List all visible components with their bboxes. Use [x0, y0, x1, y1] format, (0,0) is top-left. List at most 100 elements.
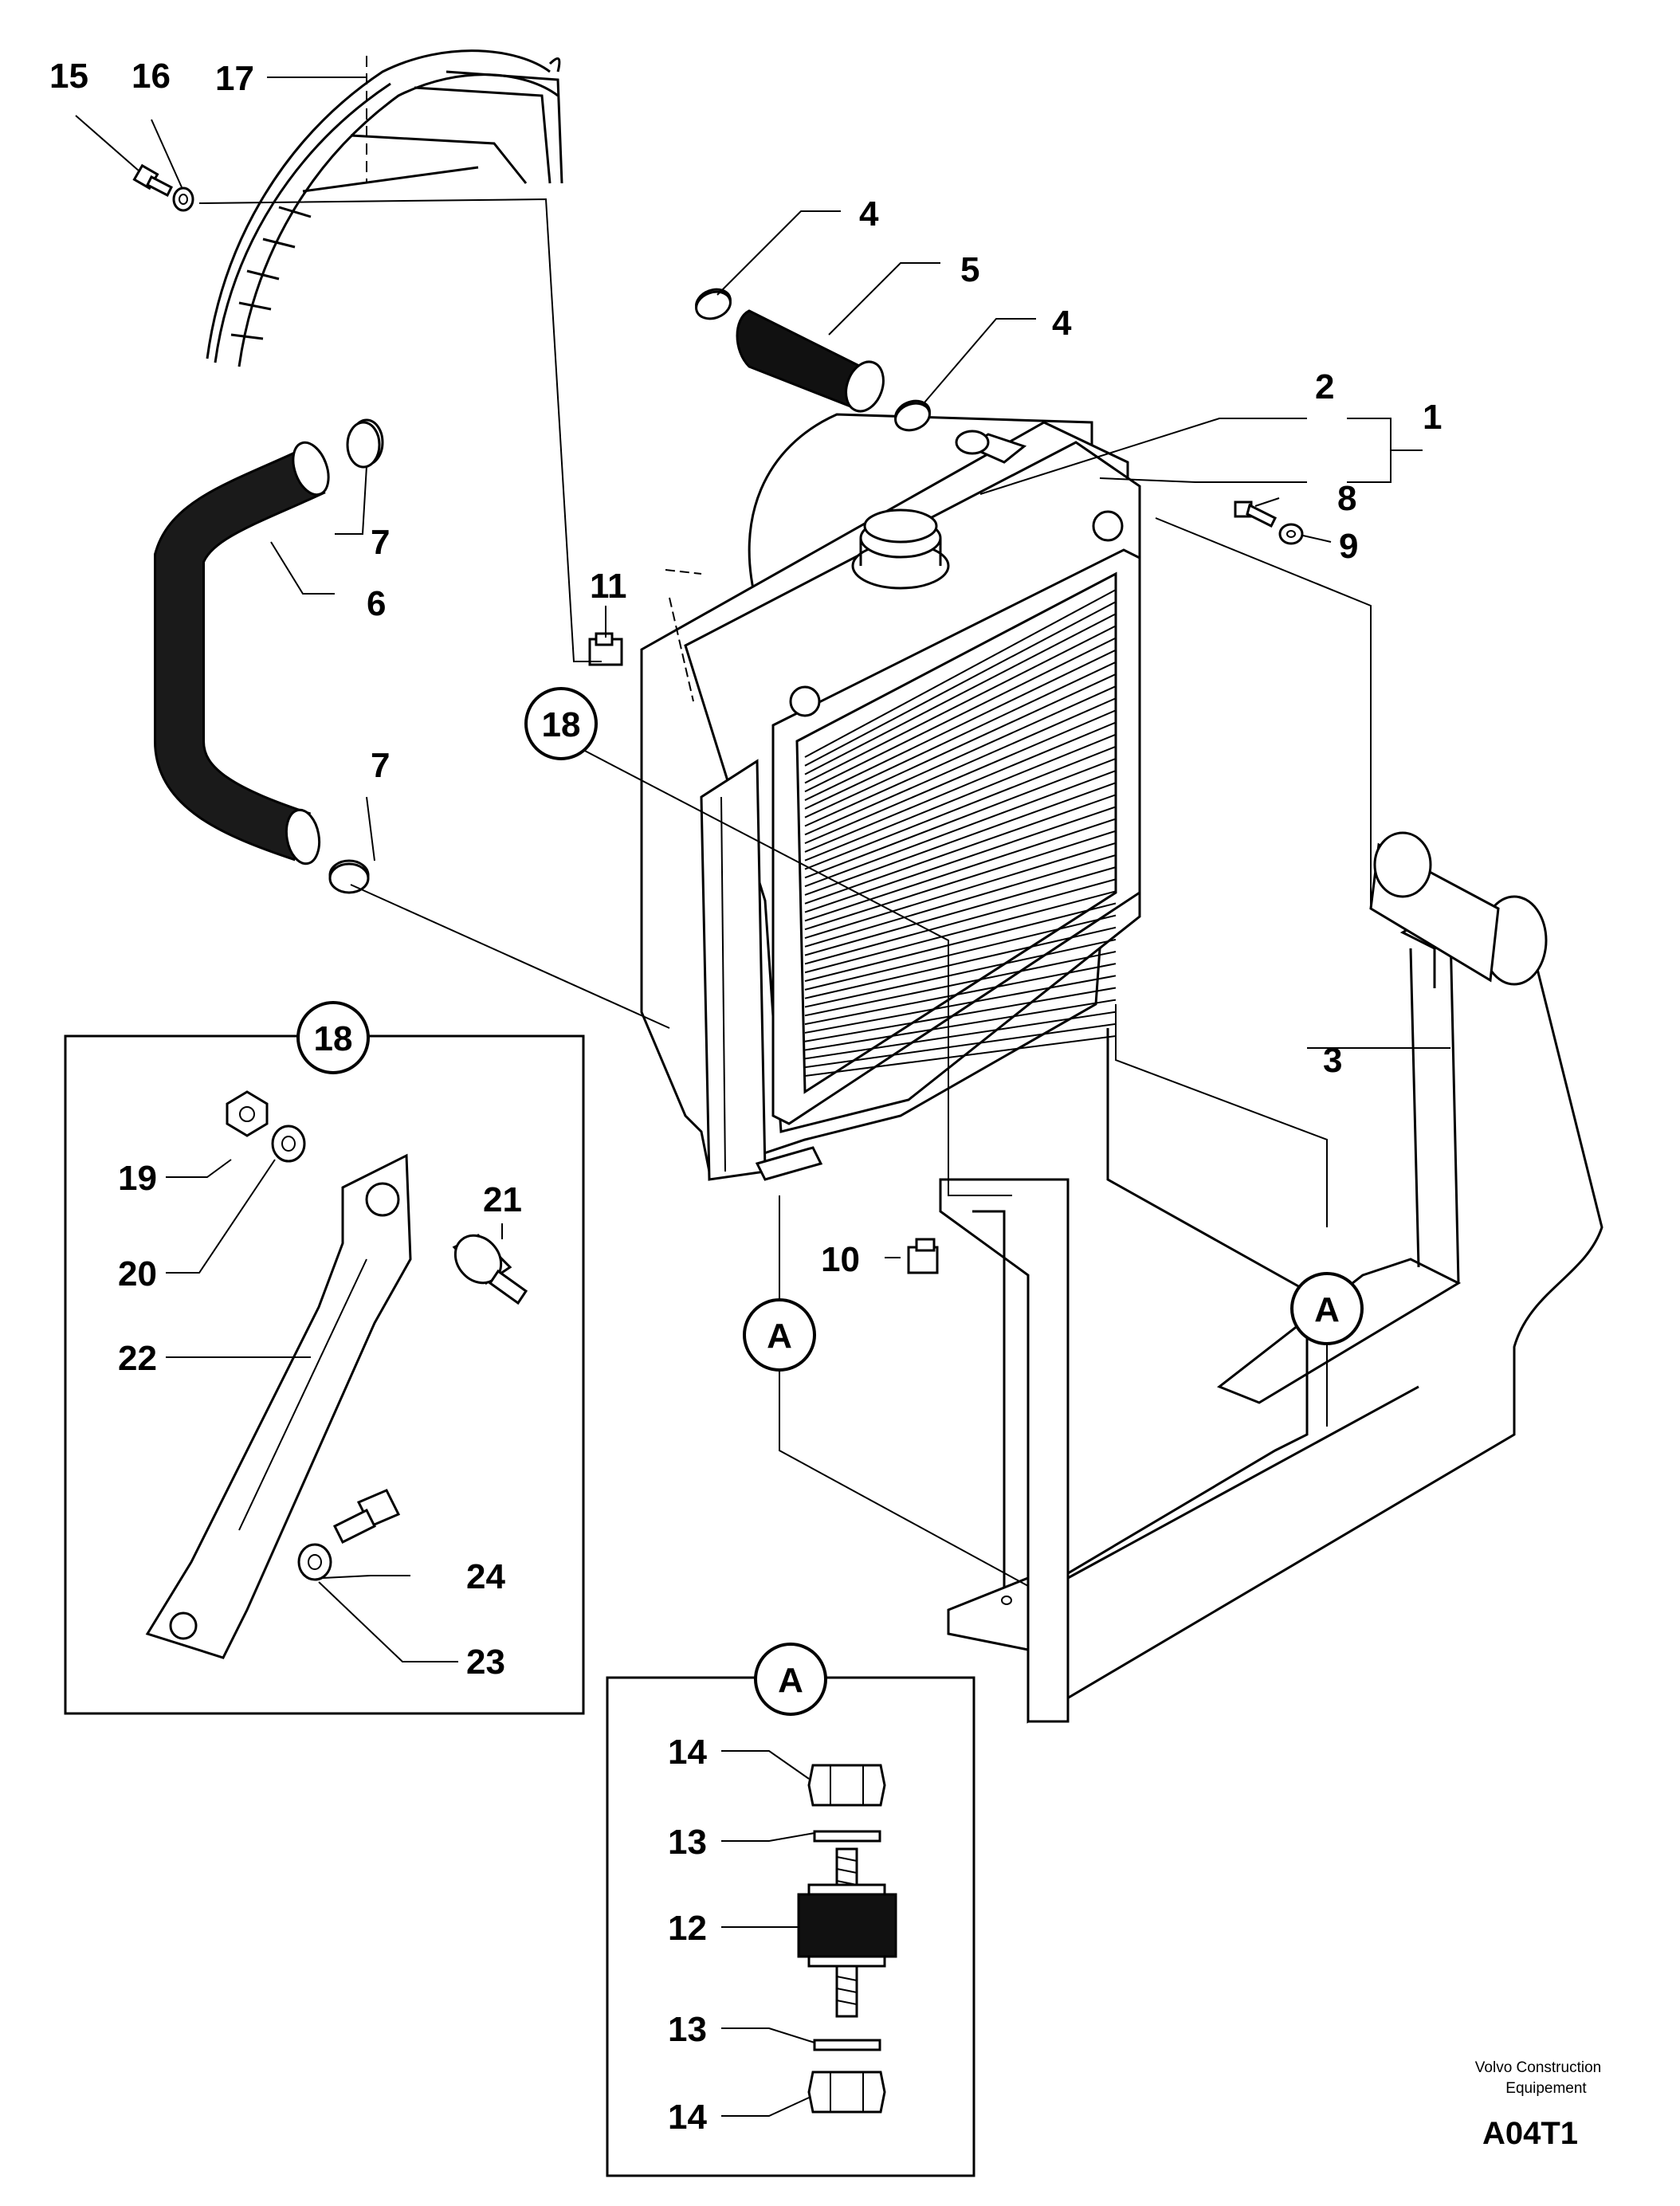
radiator-fin — [804, 878, 1117, 965]
detail-a-panel: A 14 — [606, 1643, 975, 2177]
drawing-code: A04T1 — [1482, 2116, 1578, 2151]
company-name-line2: Equipement — [1505, 2080, 1587, 2097]
callout-2: 2 — [1315, 367, 1334, 406]
nut-14-upper — [807, 1764, 886, 1807]
callout-7-upper: 7 — [371, 523, 390, 562]
washer-23 — [297, 1543, 332, 1581]
callout-3: 3 — [1323, 1041, 1342, 1080]
radiator-fin — [804, 782, 1117, 896]
radiator-fin — [804, 794, 1117, 905]
radiator-assembly — [640, 413, 1141, 1181]
radiator-fin — [804, 999, 1117, 1051]
callout-21: 21 — [483, 1180, 522, 1219]
radiator-fin — [804, 770, 1117, 888]
ref-a-right: A — [1290, 1272, 1364, 1345]
washer-16 — [172, 186, 194, 212]
leader-lines — [75, 77, 1450, 1587]
callout-15: 15 — [49, 57, 88, 96]
callout-12: 12 — [668, 1909, 707, 1948]
callout-14-upper: 14 — [668, 1733, 707, 1772]
radiator-fin — [804, 601, 1117, 767]
washer-13-upper — [813, 1830, 881, 1843]
ref-a-left-label: A — [767, 1317, 792, 1356]
radiator-fin — [804, 890, 1117, 974]
hose-clamp-7-lower — [328, 859, 370, 894]
callout-10: 10 — [821, 1240, 860, 1279]
callout-5: 5 — [960, 250, 979, 289]
nut-19 — [226, 1090, 269, 1137]
radiator-fin — [804, 721, 1117, 853]
callout-13-upper: 13 — [668, 1823, 707, 1862]
radiator-fin — [804, 613, 1117, 775]
washer-9 — [1278, 523, 1304, 545]
footer: Volvo Construction Equipement A04T1 — [1475, 2059, 1601, 2151]
radiator-fin — [804, 866, 1117, 956]
radiator-fin — [804, 938, 1117, 1008]
radiator-fin — [804, 697, 1117, 836]
radiator-fin — [804, 926, 1117, 999]
washer-20 — [271, 1125, 306, 1163]
company-name-line1: Volvo Construction — [1475, 2059, 1601, 2076]
radiator-fin — [804, 1011, 1117, 1060]
radiator-fin — [804, 1023, 1117, 1069]
nut-14-lower — [807, 2071, 886, 2114]
stud-21 — [452, 1234, 528, 1305]
callout-8: 8 — [1337, 479, 1356, 518]
ref-a-right-label: A — [1314, 1290, 1340, 1329]
callout-23: 23 — [466, 1643, 505, 1682]
ref-a-left: A — [743, 1298, 816, 1372]
detail-18-badge: 18 — [314, 1019, 353, 1058]
callout-24: 24 — [466, 1557, 505, 1596]
callout-13-lower: 13 — [668, 2010, 707, 2049]
hose-clamp-4-lower — [894, 399, 931, 432]
radiator-fin — [804, 637, 1117, 793]
callout-18: 18 — [542, 705, 581, 744]
radiator-fin — [804, 854, 1117, 948]
callout-20: 20 — [118, 1254, 157, 1293]
callout-19: 19 — [118, 1159, 157, 1198]
radiator-fin — [804, 625, 1117, 784]
radiator-fin — [804, 975, 1117, 1034]
callout-17: 17 — [215, 59, 254, 98]
detail-a-badge: A — [778, 1661, 803, 1700]
callout-16: 16 — [131, 57, 171, 96]
radiator-fin — [804, 806, 1117, 913]
callout-11: 11 — [590, 567, 627, 606]
radiator-fin — [804, 987, 1117, 1042]
radiator-fin — [804, 709, 1117, 845]
radiator-fin — [804, 830, 1117, 931]
callout-9: 9 — [1339, 527, 1358, 566]
hose-clamp-7-upper — [346, 418, 384, 469]
radiator-fin — [804, 733, 1117, 862]
radiator-fin — [804, 951, 1117, 1017]
clip-nut-11 — [588, 632, 623, 666]
callout-4-upper: 4 — [859, 194, 879, 234]
callout-7-lower: 7 — [371, 746, 390, 785]
callout-1: 1 — [1423, 398, 1442, 437]
radiator-fin — [804, 589, 1117, 758]
radiator-fin — [804, 914, 1117, 991]
radiator-fin — [804, 745, 1117, 870]
radiator-fin — [804, 902, 1117, 983]
radiator-fin — [804, 1035, 1117, 1077]
radiator-fin — [804, 842, 1117, 939]
radiator-fin — [804, 673, 1117, 818]
callout-14-lower: 14 — [668, 2098, 707, 2137]
radiator-fin — [804, 685, 1117, 827]
fan-guard — [206, 49, 563, 367]
hose-clamp-4-upper — [695, 288, 732, 320]
rubber-mount-12 — [797, 1847, 897, 2018]
detail-18-panel: 18 — [64, 1001, 585, 1715]
radiator-fin — [804, 963, 1117, 1026]
callout-18-circle: 18 — [524, 687, 598, 760]
bolt-15 — [132, 163, 174, 198]
strap-22 — [145, 1153, 412, 1659]
callout-4-lower: 4 — [1052, 304, 1072, 343]
hose-5 — [736, 309, 885, 413]
radiator-fin — [804, 757, 1117, 879]
support-frame-3 — [939, 831, 1603, 1724]
washer-13-lower — [813, 2039, 881, 2051]
radiator-fin — [804, 818, 1117, 922]
radiator-fin — [804, 661, 1117, 810]
